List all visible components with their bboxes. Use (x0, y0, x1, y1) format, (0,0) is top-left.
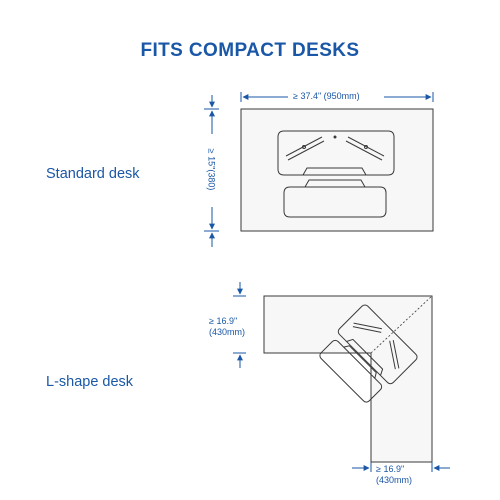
lshape-bottom-dim-line2: (430mm) (376, 475, 413, 485)
lshape-left-dim-line1: ≥ 16.9" (209, 316, 238, 326)
lshape-desk-label: L-shape desk (46, 374, 134, 390)
standard-desk-label: Standard desk (46, 166, 140, 182)
standard-width-dimension (240, 92, 434, 102)
lshape-bottom-dim-label: ≥ 16.9" (430mm) (376, 464, 412, 486)
lshape-left-dimension (233, 282, 246, 368)
lshape-bottom-dimension (352, 462, 450, 472)
lshape-left-dim-line2: (430mm) (209, 327, 246, 337)
lshape-left-dim-label: ≥ 16.9" (430mm) (209, 316, 245, 338)
l-shape-desk-diagram (233, 282, 450, 472)
standard-desk-diagram (204, 92, 434, 247)
page-title: FITS COMPACT DESKS (140, 40, 360, 61)
standing-desk-converter-icon (277, 130, 395, 218)
standard-desk-top (240, 108, 434, 232)
standard-depth-label: ≥ 15"(380) (206, 148, 217, 191)
lshape-bottom-dim-line1: ≥ 16.9" (376, 464, 405, 474)
rotated-converter-icon (319, 304, 418, 403)
standard-width-label: ≥ 37.4" (950mm) (293, 91, 360, 101)
standard-depth-dimension (204, 95, 219, 247)
